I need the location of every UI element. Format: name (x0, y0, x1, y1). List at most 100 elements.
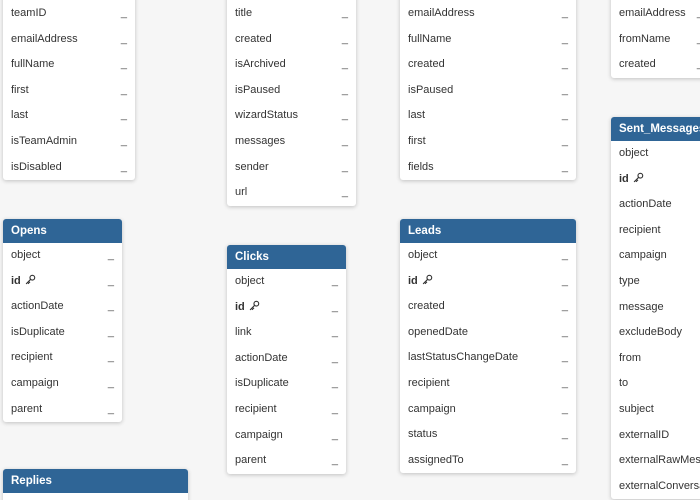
field-row[interactable]: title_ (227, 1, 356, 27)
field-row[interactable]: to (611, 371, 700, 397)
entity-table-prospects[interactable]: emailAddress_fullName_created_isPaused_l… (400, 0, 576, 181)
field-row[interactable]: fields_ (400, 155, 576, 181)
field-row[interactable]: isPaused_ (227, 78, 356, 104)
field-row[interactable]: externalID (611, 423, 700, 449)
field-type: _ (561, 7, 568, 19)
field-row[interactable]: externalRawMes (611, 448, 700, 474)
field-row[interactable]: url_ (227, 180, 356, 206)
field-row[interactable]: object (611, 141, 700, 167)
entity-header-opens[interactable]: Opens (3, 219, 122, 243)
field-row[interactable]: recipient_ (227, 397, 346, 423)
field-type: _ (331, 300, 338, 313)
field-row[interactable]: actionDate (611, 192, 700, 218)
field-row[interactable]: id_ (400, 269, 576, 295)
field-type: _ (120, 7, 127, 19)
field-row[interactable]: teamID_ (3, 1, 135, 27)
entity-table-replies[interactable]: Replies (3, 469, 188, 500)
field-row[interactable]: object_ (3, 243, 122, 269)
field-row[interactable]: externalConversa (611, 474, 700, 500)
field-row[interactable]: campaign_ (227, 423, 346, 449)
entity-header-replies[interactable]: Replies (3, 469, 188, 493)
field-row[interactable]: type (611, 269, 700, 295)
field-type: _ (561, 134, 568, 147)
field-row[interactable]: fullName_ (400, 27, 576, 53)
field-row[interactable]: last_ (3, 103, 135, 129)
field-name: object (235, 275, 265, 287)
field-row[interactable]: campaign (611, 243, 700, 269)
field-name: last (11, 109, 29, 122)
field-row[interactable]: isArchived_ (227, 52, 356, 78)
field-row[interactable]: first_ (3, 78, 135, 104)
field-name: openedDate (408, 325, 468, 338)
field-type: _ (120, 58, 127, 71)
field-row[interactable]: isPaused_ (400, 78, 576, 104)
field-row[interactable]: wizardStatus_ (227, 103, 356, 129)
field-row[interactable]: excludeBody (611, 320, 700, 346)
field-type: _ (107, 325, 114, 338)
field-row[interactable]: sender_ (227, 155, 356, 181)
field-row[interactable]: object_ (227, 269, 346, 295)
field-row[interactable]: isDuplicate_ (227, 371, 346, 397)
field-row[interactable]: actionDate_ (3, 294, 122, 320)
field-row[interactable]: object_ (400, 243, 576, 269)
field-row[interactable]: first_ (400, 129, 576, 155)
field-row[interactable]: id (611, 167, 700, 193)
field-row[interactable]: isTeamAdmin_ (3, 129, 135, 155)
field-row[interactable]: message (611, 295, 700, 321)
field-row[interactable]: campaign_ (3, 371, 122, 397)
field-row[interactable]: emailAddress_ (3, 27, 135, 53)
field-row[interactable]: fromName_ (611, 27, 700, 53)
field-type: _ (561, 376, 568, 389)
field-type: _ (697, 27, 700, 53)
field-type: _ (561, 274, 568, 287)
field-row[interactable]: link_ (227, 320, 346, 346)
entity-header-clicks[interactable]: Clicks (227, 245, 346, 269)
field-row[interactable]: last_ (400, 103, 576, 129)
field-row[interactable]: emailAddress_ (400, 1, 576, 27)
entity-table-campaigns[interactable]: title_created_isArchived_isPaused_wizard… (227, 0, 356, 206)
field-row[interactable]: id_ (3, 269, 122, 295)
entity-header-sent-messages[interactable]: Sent_Messages (611, 117, 700, 141)
field-name: isDuplicate (11, 325, 65, 338)
field-row[interactable]: fullName_ (3, 52, 135, 78)
field-row[interactable]: parent_ (227, 448, 346, 474)
field-row[interactable]: messages_ (227, 129, 356, 155)
field-name: status (408, 428, 438, 441)
field-type: _ (341, 109, 348, 122)
entity-table-users[interactable]: teamID_emailAddress_fullName_first_last_… (3, 0, 135, 181)
field-row[interactable]: assignedTo_ (400, 448, 576, 474)
field-row[interactable]: recipient_ (400, 371, 576, 397)
field-name: id (235, 300, 245, 313)
field-type: _ (120, 32, 127, 45)
field-row[interactable]: isDuplicate _ (3, 320, 122, 346)
entity-header-leads[interactable]: Leads (400, 219, 576, 243)
field-row[interactable]: created_ (227, 27, 356, 53)
primary-key-icon (249, 300, 260, 310)
field-row[interactable]: created_ (400, 52, 576, 78)
field-row[interactable]: actionDate_ (227, 346, 346, 372)
field-type: _ (120, 83, 127, 96)
field-name: campaign (408, 402, 456, 415)
field-row[interactable]: from (611, 346, 700, 372)
field-row[interactable]: created_ (400, 294, 576, 320)
entity-table-senders[interactable]: emailAddress_fromName_created_ (611, 0, 700, 78)
field-row[interactable]: campaign _ (400, 397, 576, 423)
field-row[interactable]: openedDate_ (400, 320, 576, 346)
field-row[interactable]: lastStatusChangeDate_ (400, 345, 576, 371)
field-row[interactable]: subject (611, 397, 700, 423)
field-type: _ (331, 454, 338, 467)
field-type: _ (561, 402, 568, 415)
field-row[interactable]: created_ (611, 52, 700, 78)
field-row[interactable]: status_ (400, 422, 576, 448)
field-row[interactable]: isDisabled_ (3, 155, 135, 181)
field-row[interactable]: parent_ (3, 397, 122, 423)
field-row[interactable]: recipient_ (3, 345, 122, 371)
field-row[interactable]: recipient (611, 218, 700, 244)
field-row[interactable]: id _ (227, 295, 346, 321)
field-row[interactable]: emailAddress_ (611, 1, 700, 27)
